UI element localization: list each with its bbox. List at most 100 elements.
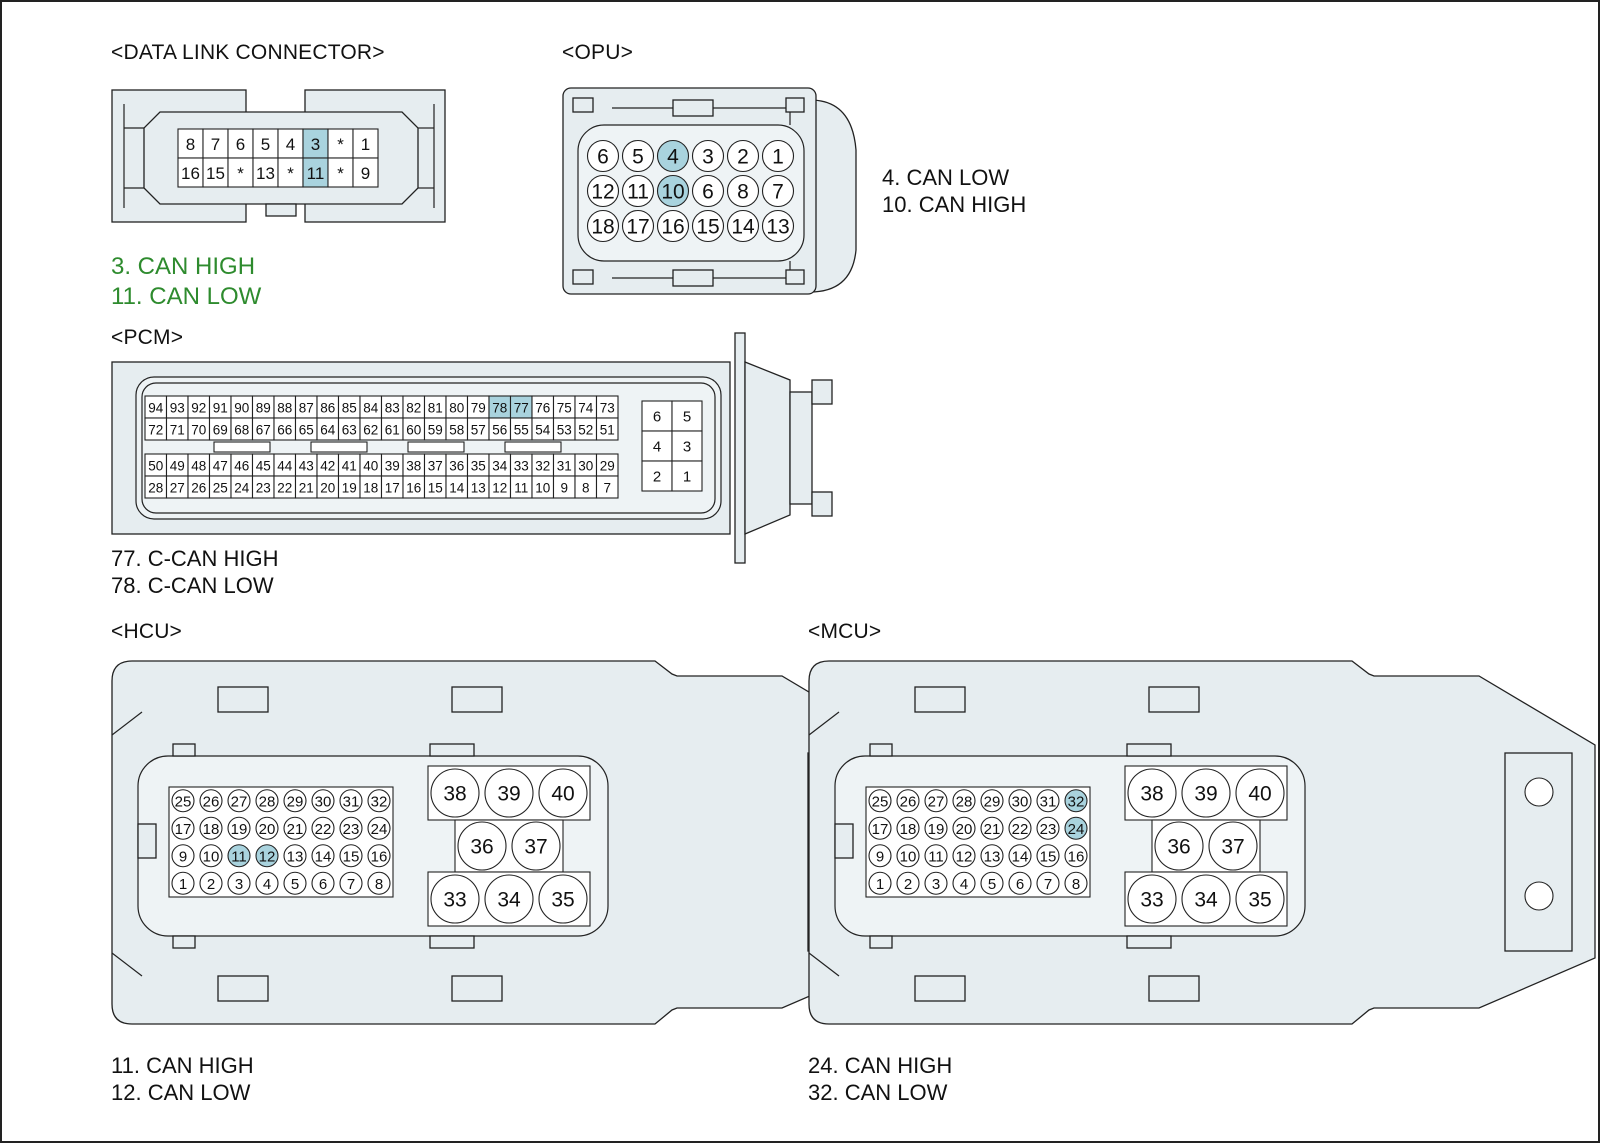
mcu-pin-label: 32 — [1068, 793, 1085, 810]
opu-pin-circle — [761, 139, 795, 173]
hcu-pin-label: 33 — [443, 889, 466, 912]
mcu-pin-label: 27 — [928, 793, 945, 810]
pcm-pin-label: 67 — [256, 423, 271, 438]
pcm-pin-label: 49 — [170, 459, 185, 474]
hcu-pin-label: 11 — [231, 848, 247, 865]
opu-pin-label: 3 — [702, 146, 714, 169]
hcu-pin-circle — [227, 789, 251, 813]
hcu-pin-label: 5 — [291, 876, 299, 893]
pcm-pin-label: 63 — [342, 423, 357, 438]
mcu-latch — [869, 743, 893, 757]
pcm-pin-label: 75 — [557, 401, 572, 416]
pcm-pin-label: 79 — [471, 401, 486, 416]
hcu-pin-circle — [255, 871, 279, 895]
opu-pin-circle — [726, 139, 760, 173]
hcu-pin-label: 14 — [315, 848, 332, 865]
dlc-note-2: 11. CAN LOW — [111, 283, 262, 310]
hcu-pin-label: 26 — [203, 793, 220, 810]
mcu-pin-circle — [1127, 768, 1177, 818]
pcm-pin-cell — [595, 475, 619, 499]
mcu-title: <MCU> — [808, 620, 882, 643]
opu-pin-label: 15 — [696, 216, 719, 239]
pcm-pin-label: 8 — [582, 481, 590, 496]
opu-pin-label: 2 — [737, 146, 749, 169]
pcm-pin-label: 54 — [535, 423, 551, 438]
hcu-pin-circle — [227, 871, 251, 895]
opu-pin-circle — [621, 174, 655, 208]
pcm-pin-label: 56 — [492, 423, 507, 438]
opu-pin-label: 7 — [772, 181, 784, 204]
pcm-pin-label: 72 — [148, 423, 163, 438]
mcu-pin-label: 1 — [876, 876, 884, 893]
mcu-pin-label: 12 — [956, 848, 973, 865]
pcm-pin-label: 15 — [428, 481, 443, 496]
pcm-pin-label: 86 — [320, 401, 335, 416]
mcu-pin-label: 6 — [1016, 876, 1024, 893]
mcu-pin-circle — [952, 844, 976, 868]
pcm-pin-label: 77 — [514, 401, 529, 416]
mcu-pin-label: 28 — [956, 793, 973, 810]
mcu-pin-label: 16 — [1068, 848, 1085, 865]
mcu-pin-circle — [1154, 821, 1204, 871]
hcu-latch — [429, 743, 475, 757]
mcu-pin-circle — [952, 816, 976, 840]
hcu-pin-circle — [199, 871, 223, 895]
pcm-pin-label: 89 — [256, 401, 271, 416]
mcu-pin-circle — [868, 816, 892, 840]
dlc-pin-label: 5 — [261, 135, 270, 154]
dlc-pin-label: 1 — [361, 135, 370, 154]
mcu-pin-circle — [1064, 789, 1088, 813]
mcu-pin-label: 30 — [1012, 793, 1029, 810]
dlc-pin-label: 15 — [206, 164, 225, 183]
pcm-pin-cell — [641, 400, 673, 432]
mcu-latch — [1126, 935, 1172, 949]
hcu-pin-label: 21 — [287, 821, 304, 838]
pcm-pin-cell — [671, 400, 703, 432]
dlc-pin-label: * — [337, 135, 344, 154]
mcu-pin-circle — [952, 789, 976, 813]
mcu-pin-label: 35 — [1248, 889, 1271, 912]
pcm-pin-label: 17 — [385, 481, 400, 496]
pcm-pin-label: 44 — [277, 459, 293, 474]
hcu-pin-circle — [457, 821, 507, 871]
mcu-pin-circle — [980, 871, 1004, 895]
hcu-pin-label: 36 — [470, 836, 493, 859]
hcu-pin-circle — [311, 816, 335, 840]
mcu-pin-circle — [980, 844, 1004, 868]
mcu-pin-label: 10 — [900, 848, 917, 865]
opu-pin-circle — [691, 174, 725, 208]
pcm-pin-label: 91 — [213, 401, 228, 416]
dlc-pin-cell — [302, 157, 329, 188]
mcu-pin-circle — [1008, 844, 1032, 868]
pcm-pin-label: 73 — [600, 401, 615, 416]
hcu-pin-circle — [227, 844, 251, 868]
hcu-pin-label: 6 — [319, 876, 327, 893]
hcu-pin-label: 27 — [231, 793, 248, 810]
hcu-pin-label: 7 — [347, 876, 355, 893]
dlc-pin-label: 11 — [307, 164, 325, 183]
pcm-pin-label: 31 — [557, 459, 572, 474]
hcu-pin-label: 12 — [259, 848, 276, 865]
mcu-edge — [808, 952, 840, 977]
pcm-pin-label: 47 — [213, 459, 228, 474]
pcm-title: <PCM> — [111, 326, 184, 349]
hcu-pin-circle — [283, 844, 307, 868]
dlc-pin-cell — [202, 157, 229, 188]
pcm-pin-label: 23 — [256, 481, 271, 496]
pcm-pin-label: 33 — [514, 459, 529, 474]
hcu-pin-label: 13 — [287, 848, 304, 865]
hcu-edge — [111, 952, 143, 977]
opu-pin-label: 6 — [702, 181, 714, 204]
pcm-pin-label: 13 — [471, 481, 486, 496]
mcu-latch — [1126, 743, 1172, 757]
pcm-pin-label: 65 — [299, 423, 314, 438]
mcu-rib — [914, 686, 966, 713]
pcm-pin-label: 68 — [234, 423, 249, 438]
hcu-pin-circle — [283, 816, 307, 840]
opu-pin-circle — [586, 139, 620, 173]
hcu-latch — [172, 935, 196, 949]
mcu-pin-circle — [1008, 816, 1032, 840]
pcm-pin-label: 42 — [320, 459, 335, 474]
